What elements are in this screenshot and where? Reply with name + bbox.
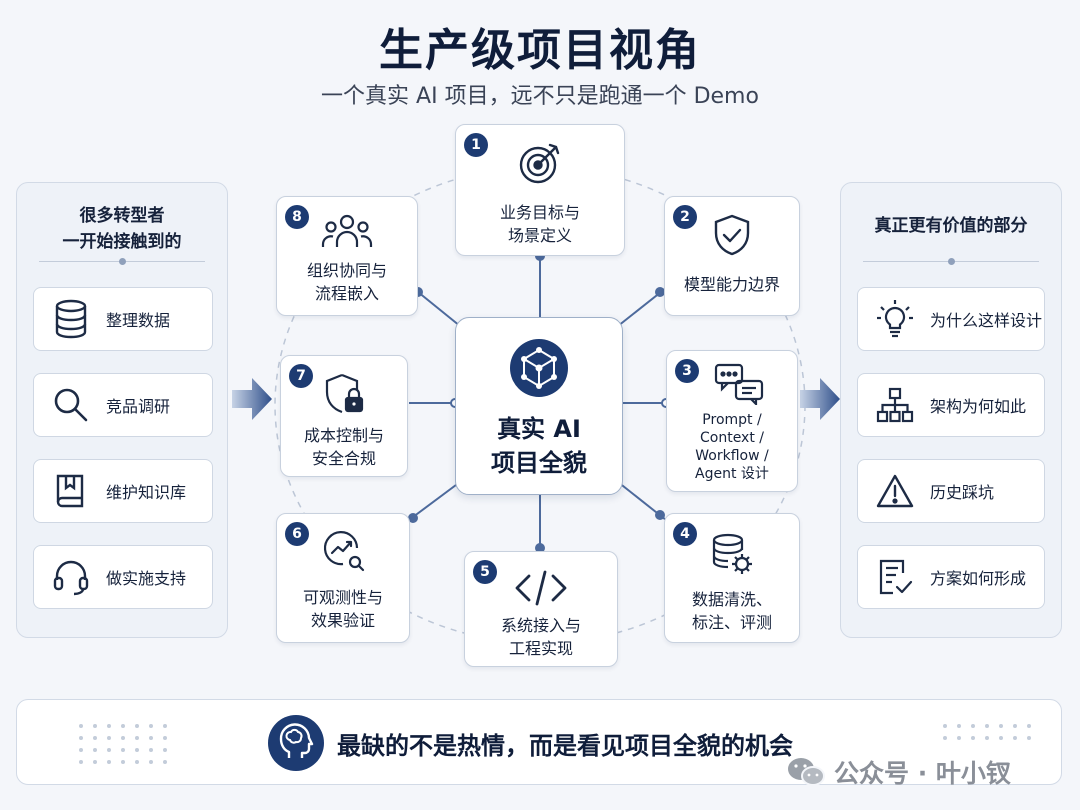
left-item-label: 整理数据 bbox=[106, 311, 171, 330]
left-item-research: 竞品调研 bbox=[33, 373, 213, 437]
center-label: 真实 AI 项目全貌 bbox=[491, 415, 587, 477]
node-observability: 6 可观测性与 效果验证 bbox=[276, 513, 410, 643]
left-item-support: 做实施支持 bbox=[33, 545, 213, 609]
node-label: 业务目标与 场景定义 bbox=[499, 203, 580, 245]
right-item-solution: 方案如何形成 bbox=[857, 545, 1045, 609]
arrow-right-icon bbox=[232, 378, 272, 420]
node-prompt-design: 3 Prompt / Context / Workflow / Agent 设计 bbox=[666, 350, 798, 492]
team-icon bbox=[321, 214, 373, 247]
node-model-capability: 2 模型能力边界 bbox=[664, 196, 800, 316]
node-cost-security: 7 成本控制与 安全合规 bbox=[280, 355, 408, 477]
node-label: 可观测性与 效果验证 bbox=[302, 588, 383, 630]
node-label: 系统接入与 工程实现 bbox=[500, 616, 581, 658]
node-number-badge: 5 bbox=[473, 560, 497, 584]
footer-label: 最缺的不是热情，而是看见项目全貌的机会 bbox=[337, 732, 793, 760]
node-system-integration: 5 系统接入与 工程实现 bbox=[464, 551, 618, 667]
shield-lock-icon bbox=[325, 373, 364, 414]
connector-8 bbox=[417, 291, 461, 327]
watermark-text: 公众号 · 叶小钗 bbox=[834, 759, 1011, 788]
code-icon bbox=[515, 570, 567, 606]
center-node: 真实 AI 项目全貌 bbox=[455, 317, 623, 495]
left-panel: 很多转型者 一开始接触到的 整理数据 竞品调研 bbox=[16, 182, 228, 638]
node-business-goal: 1 业务目标与 场景定义 bbox=[455, 124, 625, 256]
connector-2 bbox=[617, 287, 667, 327]
wechat-logo-icon bbox=[788, 758, 825, 786]
right-panel: 真正更有价值的部分 为什么这样设计 bbox=[840, 182, 1062, 638]
connector-4 bbox=[617, 481, 667, 521]
left-panel-title: 很多转型者 一开始接触到的 bbox=[62, 206, 182, 252]
right-item-label: 为什么这样设计 bbox=[930, 311, 1043, 330]
chat-bubbles-icon bbox=[714, 363, 764, 405]
right-item-why: 为什么这样设计 bbox=[857, 287, 1045, 351]
node-label: 模型能力边界 bbox=[683, 275, 780, 294]
hierarchy-icon bbox=[874, 384, 916, 426]
lightbulb-icon bbox=[874, 298, 916, 340]
right-item-architecture: 架构为何如此 bbox=[857, 373, 1045, 437]
left-panel-divider bbox=[39, 258, 205, 265]
right-item-label: 方案如何形成 bbox=[930, 569, 1027, 588]
database-gear-icon bbox=[712, 533, 752, 574]
node-number-badge: 3 bbox=[675, 359, 699, 383]
left-item-label: 维护知识库 bbox=[106, 483, 187, 502]
right-item-pitfalls: 历史踩坑 bbox=[857, 459, 1045, 523]
right-item-label: 历史踩坑 bbox=[930, 483, 995, 502]
watermark: 公众号 · 叶小钗 bbox=[786, 752, 1066, 792]
node-label: 组织协同与 流程嵌入 bbox=[306, 261, 387, 303]
left-item-knowledge: 维护知识库 bbox=[33, 459, 213, 523]
book-icon bbox=[50, 470, 92, 512]
node-number-badge: 2 bbox=[673, 205, 697, 229]
right-item-label: 架构为何如此 bbox=[930, 397, 1027, 416]
head-brain-icon bbox=[268, 715, 324, 771]
target-icon bbox=[519, 143, 560, 184]
node-number-badge: 1 bbox=[464, 133, 488, 157]
dot-pattern-decoration bbox=[79, 724, 167, 764]
node-number-badge: 4 bbox=[673, 522, 697, 546]
node-number-badge: 7 bbox=[289, 364, 313, 388]
left-item-data: 整理数据 bbox=[33, 287, 213, 351]
node-data-cleaning: 4 数据清洗、 标注、评测 bbox=[664, 513, 800, 643]
left-item-label: 做实施支持 bbox=[106, 569, 187, 588]
node-label: Prompt / Context / Workflow / Agent 设计 bbox=[695, 412, 769, 482]
page-subtitle: 一个真实 AI 项目，远不只是跑通一个 Demo bbox=[321, 84, 759, 109]
node-label: 成本控制与 安全合规 bbox=[303, 426, 384, 468]
footer-banner: 最缺的不是热情，而是看见项目全貌的机会 bbox=[16, 699, 1062, 785]
node-org-collaboration: 8 组织协同与 流程嵌入 bbox=[276, 196, 418, 316]
warning-icon bbox=[874, 470, 916, 512]
page-title: 生产级项目视角 bbox=[379, 25, 701, 76]
document-check-icon bbox=[874, 556, 916, 598]
node-number-badge: 6 bbox=[285, 522, 309, 546]
left-item-label: 竞品调研 bbox=[106, 397, 171, 416]
shield-check-icon bbox=[714, 214, 750, 256]
search-icon bbox=[50, 384, 92, 426]
right-panel-title: 真正更有价值的部分 bbox=[874, 216, 1028, 236]
node-label: 数据清洗、 标注、评测 bbox=[691, 590, 772, 632]
node-number-badge: 8 bbox=[285, 205, 309, 229]
network-cube-icon bbox=[510, 339, 568, 397]
database-icon bbox=[50, 298, 92, 340]
connector-6 bbox=[408, 481, 461, 521]
right-panel-divider bbox=[863, 258, 1039, 265]
chart-magnifier-icon bbox=[323, 531, 365, 572]
headset-icon bbox=[50, 556, 92, 598]
arrow-right-icon bbox=[800, 378, 840, 420]
dot-pattern-decoration bbox=[943, 724, 1031, 740]
